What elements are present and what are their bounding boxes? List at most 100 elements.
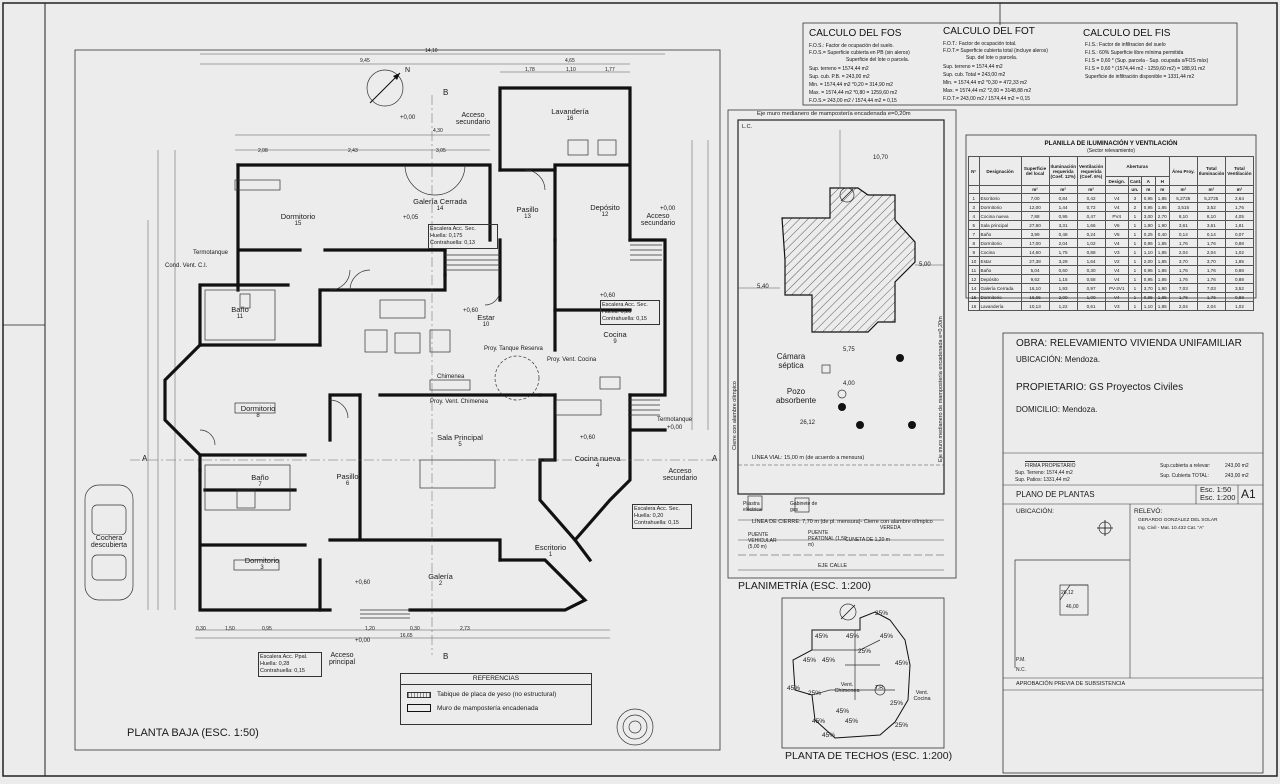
- chimenea-label: Chimenea: [437, 374, 465, 380]
- ubicacion-row: UBICACIÓN: Mendoza.: [1016, 355, 1100, 364]
- dim-label: 0,30: [410, 626, 420, 632]
- room-number: 10: [482, 322, 490, 328]
- dim-label: 0,95: [262, 626, 272, 632]
- fos-line: F.O.S.= Superficie cubierta en PB (sin a…: [809, 50, 910, 56]
- room-number: 15: [294, 221, 302, 227]
- table-cell: V3: [1104, 301, 1129, 311]
- sup-total-label: Sup. Cubierta TOTAL:: [1160, 473, 1209, 479]
- fot-line: F.O.T.= Superficie cubierta total (inclu…: [943, 48, 1048, 54]
- roof-slope-label: 45%: [846, 633, 860, 640]
- acceso-secundario-label: Acceso secundario: [455, 112, 491, 126]
- planta-frame: [74, 49, 721, 751]
- house-footprint: [781, 187, 916, 333]
- planilla-grid: N° Designación Superficie del local Ilum…: [968, 156, 1255, 311]
- escalera-line: Escalera Acc. Sec.: [602, 302, 648, 308]
- reference-item: Muro de mampostería encadenada: [401, 704, 591, 712]
- pozo-label: Pozo absorbente: [775, 387, 817, 405]
- vent-chimenea-roof-label: Vent. Chimenea: [834, 682, 860, 694]
- sup-relevar-value: 243,00 m2: [1225, 463, 1249, 469]
- room-number: 16: [566, 116, 574, 122]
- room-number: 4: [595, 463, 600, 469]
- room-number: 12: [601, 212, 609, 218]
- planilla-data-table: N° Designación Superficie del local Ilum…: [968, 156, 1255, 311]
- room-name: Pasillo: [336, 472, 359, 481]
- planim-dim: 26,12: [800, 420, 816, 426]
- fos-line: F.O.S.: Factor de ocupación del suelo.: [809, 43, 894, 49]
- title-block: [1002, 332, 1264, 774]
- planilla-subtitle: (Sector relevamiento): [1087, 148, 1135, 154]
- escalera-line: Escalera Acc. Sec.: [430, 226, 476, 232]
- firma-label: FIRMA PROPIETARIO: [1025, 461, 1076, 469]
- sup-terreno: Sup. Terreno: 1574,44 m2: [1015, 470, 1073, 476]
- ubicacion-value: Mendoza.: [1064, 355, 1101, 364]
- fis-title: CALCULO DEL FIS: [1083, 28, 1171, 39]
- cuneta-label: CUNETA DE 1,20 m: [845, 537, 890, 543]
- level-mark: +0,60: [355, 580, 371, 586]
- dim-label: 2,43: [348, 148, 358, 154]
- roof-slope-label: 25%: [858, 648, 872, 655]
- room-number: 6: [345, 481, 350, 487]
- room-name: Estar: [477, 313, 495, 322]
- termotanque-label: Termotanque: [193, 250, 229, 256]
- domicilio-value: Mendoza.: [1062, 405, 1098, 414]
- planimetria-right-label: Eje muro medianero de mampostería encade…: [938, 316, 944, 462]
- room-name: Dormitorio: [280, 212, 316, 221]
- obra-row: OBRA: RELEVAMIENTO VIVIENDA UNIFAMILIAR: [1016, 338, 1242, 349]
- fot-line: Sup. terreno = 1574,44 m2: [943, 64, 1003, 70]
- pm-label: P.M.: [1016, 657, 1026, 663]
- dim-label: 1,20: [365, 626, 375, 632]
- fis-line: F.I.S = 0,60 * (Sup. parcela - Sup. ocup…: [1085, 58, 1209, 64]
- planimetria-left-label: Cierre con alambre olímpico: [732, 381, 738, 450]
- room-name: Depósito: [590, 203, 620, 212]
- room-number: 7: [258, 482, 262, 488]
- fot-line: F.O.T.: Factor de ocupación total.: [943, 41, 1016, 47]
- dim-label: 1,78: [525, 67, 535, 73]
- dim-label: 2,73: [460, 626, 470, 632]
- room-name: Galería: [428, 572, 453, 581]
- fot-block: CALCULO DEL FOT F.O.T.: Factor de ocupac…: [943, 26, 1048, 102]
- room-number: 1: [548, 552, 553, 558]
- dim-label: 3,05: [436, 148, 446, 154]
- room-number: 13: [524, 214, 531, 220]
- planim-dim: 10,70: [873, 155, 889, 161]
- dim-label: 1,50: [225, 626, 235, 632]
- th-ventilacion: Ventilación requerida (Coef. 6%): [1076, 156, 1106, 186]
- svg-text:N: N: [405, 67, 410, 74]
- level-mark: +0,00: [667, 425, 683, 431]
- dim-label: 0,30: [196, 626, 206, 632]
- propietario-value: GS Proyectos Civiles: [1089, 382, 1184, 393]
- section-a-label: A: [142, 454, 148, 463]
- planilla-title: PLANILLA DE ILUMINACIÓN Y VENTILACIÓN: [1045, 139, 1178, 147]
- roof-slope-label: 25%: [808, 690, 822, 697]
- level-mark: +0,00: [660, 206, 676, 212]
- reference-label: Tabique de placa de yeso (no estructural…: [437, 691, 557, 698]
- relevo-mat: Ing. Civil - Mat. 10.432 Cat. "A": [1138, 526, 1205, 531]
- room-number: 5: [458, 442, 462, 448]
- tabique-swatch-icon: [407, 691, 431, 698]
- room-number: 11: [236, 314, 244, 320]
- table-cell: 1,02: [1224, 301, 1255, 311]
- roof-slope-label: 25%: [890, 700, 904, 707]
- cond-vent-label: Cond. Vent. C.I.: [165, 263, 208, 269]
- roof-slope-label: 45%: [836, 708, 850, 715]
- fos-line: F.O.S.= 243,00 m2 / 1574,44 m2 = 0,15: [809, 98, 897, 104]
- escalera-line: Huella: 0,175: [430, 233, 463, 239]
- techos-title: PLANTA DE TECHOS (ESC. 1:200): [785, 750, 953, 762]
- dim-label: 2,08: [258, 148, 268, 154]
- sup-relevar-label: Sup.cubierta a relevar:: [1160, 463, 1211, 469]
